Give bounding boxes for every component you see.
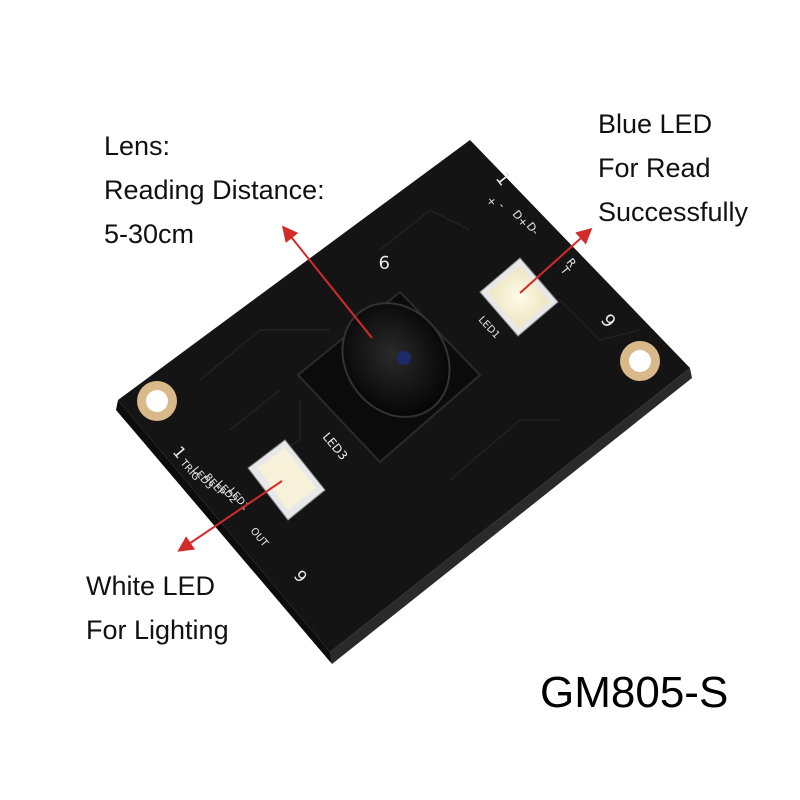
lens-glass [397, 351, 411, 365]
led1-component [479, 257, 559, 337]
blue-led-callout-line-2: For Read [598, 153, 711, 183]
blue-led-callout: Blue LED For Read Successfully [598, 102, 748, 234]
silk-pin-nine-top: 9 [379, 251, 390, 272]
lens-callout-line-1: Lens: [104, 131, 171, 161]
blue-led-arrow [519, 227, 593, 294]
blue-led-callout-line-3: Successfully [598, 197, 749, 227]
model-name: GM805-S [540, 668, 729, 717]
white-led-callout-line-2: For Lighting [86, 615, 229, 645]
lens-callout-line-3: 5-30cm [104, 219, 195, 249]
white-led-callout-line-1: White LED [86, 571, 216, 601]
lens-callout-line-2: Reading Distance: [104, 175, 325, 205]
mounting-hole-left [137, 381, 177, 421]
led3-component [247, 439, 326, 521]
white-led-arrow [177, 480, 283, 552]
silk-pin-minus: - [496, 200, 509, 211]
mounting-hole-right [620, 341, 660, 381]
pcb-edge [330, 368, 692, 664]
lens-barrel [341, 302, 451, 418]
blue-led-callout-line-1: Blue LED [598, 109, 713, 139]
pcb-edge-left [116, 400, 332, 664]
lens-arrow [282, 225, 373, 339]
lens-callout: Lens: Reading Distance: 5-30cm [104, 124, 325, 256]
white-led-callout: White LED For Lighting [86, 564, 229, 652]
